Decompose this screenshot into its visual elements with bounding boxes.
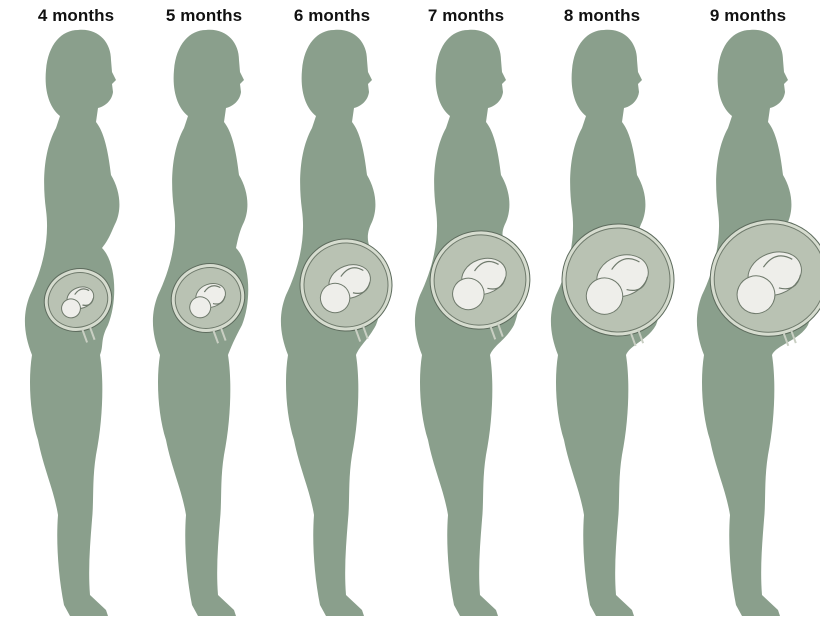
stage-panel-6-months: 6 months — [264, 0, 400, 626]
stage-panel-7-months: 7 months — [398, 0, 534, 626]
silhouette-figure — [8, 0, 144, 626]
silhouette-figure — [136, 0, 272, 626]
stage-panel-9-months: 9 months — [680, 0, 816, 626]
silhouette-figure — [534, 0, 670, 626]
stage-panel-4-months: 4 months — [8, 0, 144, 626]
silhouette-figure — [264, 0, 400, 626]
silhouette-figure — [680, 0, 816, 626]
stage-panel-5-months: 5 months — [136, 0, 272, 626]
stage-panel-8-months: 8 months — [534, 0, 670, 626]
silhouette-figure — [398, 0, 534, 626]
